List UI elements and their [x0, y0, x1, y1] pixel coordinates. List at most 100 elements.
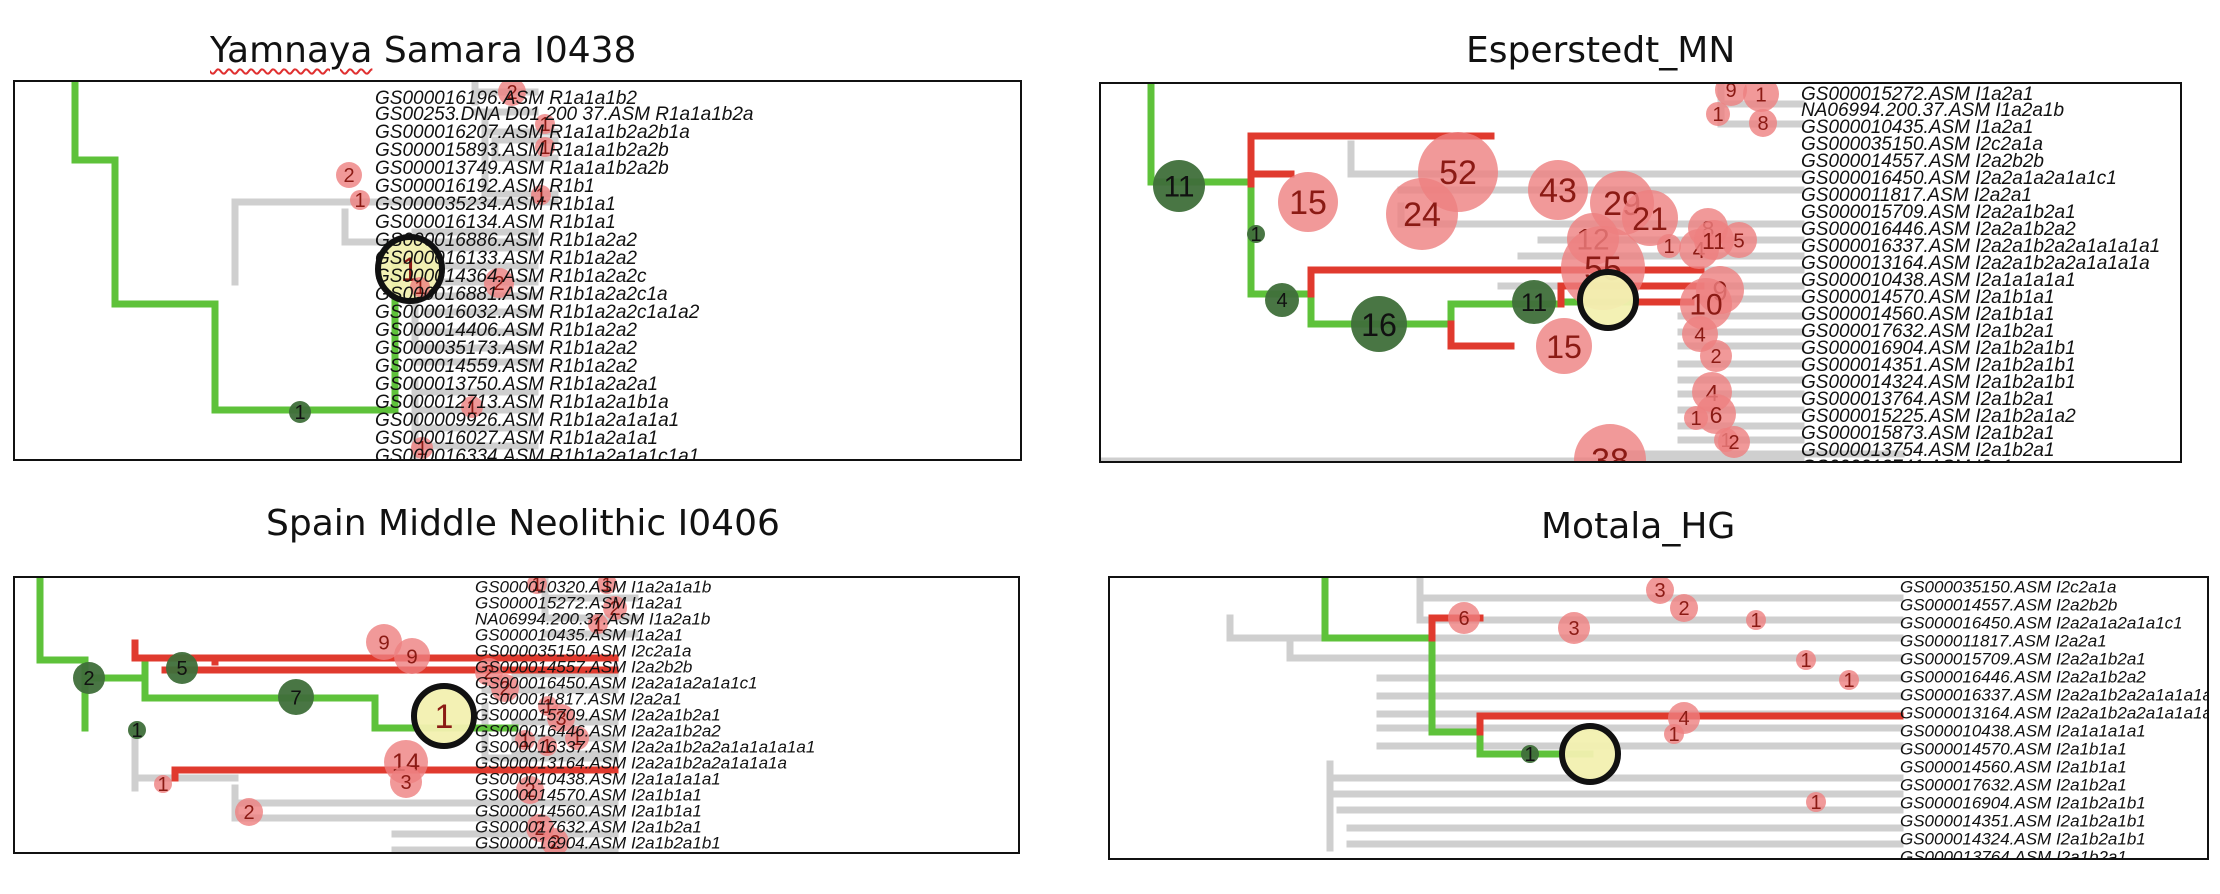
leaf-label: GS000014560.ASM I2a1b1a1	[1900, 757, 2127, 776]
leaf-label: GS000013754.ASM I2a1b2a1	[1801, 440, 2055, 461]
leaf-label: GS000013764.ASM I2a1b2a1	[1801, 389, 2055, 410]
leaf-label: GS000014364.ASM R1b1a2a2c	[375, 266, 647, 287]
mutation-count-badge: 3	[1558, 612, 1590, 644]
badge-count: 1	[1755, 84, 1767, 107]
panel-title-motala: Motala_HG	[1541, 506, 1736, 547]
mutation-count-badge: 2	[235, 798, 263, 826]
badge-count: 1	[414, 277, 425, 299]
mutation-count-badge: 8	[1749, 109, 1777, 137]
leaf-label: GS000014351.ASM I2a1b2a1b1	[475, 849, 721, 852]
badge-count: 1	[541, 736, 552, 758]
badge-count: 3	[400, 772, 411, 794]
badge-count: 9	[378, 632, 390, 655]
leaf-label: GS000015709.ASM I2a2a1b2a1	[475, 705, 721, 724]
leaf-label: GS000016446.ASM I2a2a1b2a2	[1900, 667, 2146, 686]
leaf-label: GS000016446.ASM I2a2a1b2a2	[475, 721, 721, 740]
mutation-count-badge: 1	[1684, 406, 1708, 430]
mutation-count-badge: 1	[154, 774, 172, 796]
title-rest: Samara I0438	[383, 30, 637, 71]
mutation-count-badge: 1	[535, 137, 555, 159]
mutation-count-badge: 1	[537, 736, 557, 758]
leaf-label: GS000016450.ASM I2a2a1a2a1a1c1	[475, 673, 758, 692]
badge-count: 16	[1361, 307, 1397, 343]
badge-count: 9	[1725, 84, 1736, 102]
leaf-label: GS000013164.ASM I2a2a1b2a2a1a1a1a1a	[1900, 703, 2207, 722]
leaf-label: GS000015873.ASM I2a1b2a1	[1801, 423, 2055, 444]
mutation-count-badge: 1	[565, 726, 589, 750]
leaf-label: GS000014324.ASM I2a1b2a1b1	[1801, 372, 2076, 393]
badge-count: 1	[1690, 408, 1701, 430]
title-word-yamnaya: Yamnaya	[210, 30, 373, 71]
badge-count: 1	[416, 438, 427, 459]
leaf-label: GS000035150.ASM I2c2a1a	[1801, 134, 2043, 155]
mutation-count-badge: 1	[1806, 792, 1826, 814]
lineage-path	[131, 639, 619, 782]
badge-count: 21	[1632, 201, 1668, 237]
focus-node: 1	[411, 683, 477, 749]
badge-count: 1	[354, 190, 365, 212]
leaf-label: GS000011817.ASM I2a2a1	[475, 689, 682, 708]
badge-count: 2	[524, 780, 535, 802]
badge-count: 6	[1710, 402, 1723, 428]
leaf-label: GS000016446.ASM I2a2a1b2a2	[1801, 219, 2076, 240]
leaf-label: GS000009926.ASM R1b1a2a1a1a1	[375, 410, 679, 431]
badge-count: 1	[1750, 610, 1761, 632]
leaf-label: GS000035234.ASM R1b1a1	[375, 194, 616, 215]
badge-count: 7	[290, 687, 302, 710]
mutation-count-badge: 4	[1265, 283, 1299, 317]
mutation-count-badge: 1	[1746, 610, 1766, 632]
mutation-count-badge: 1	[128, 720, 146, 742]
leaf-label: GS000016904.ASM I2a1b2a1b1	[475, 833, 721, 852]
branches-esperstedt	[1101, 84, 1905, 461]
mutation-count-badge: 11	[1512, 280, 1556, 324]
mutation-count-badge: 15	[1536, 318, 1592, 374]
leaf-label: GS000014570.ASM I2a1b1a1	[1801, 287, 2055, 308]
mutation-count-badge: 2	[516, 776, 544, 804]
mutation-count-badge: 16	[1351, 296, 1407, 352]
badge-count: 1	[539, 114, 550, 136]
badge-count: 2	[483, 662, 494, 684]
badge-count: 11	[1702, 228, 1726, 254]
badge-count: 15	[1289, 184, 1327, 222]
lineage-path	[71, 82, 414, 414]
leaf-label: GS00253.DNA D01 200 37.ASM R1a1a1b2a	[375, 104, 754, 125]
mutation-count-badge: 1	[1247, 224, 1265, 246]
panel-title-esperstedt: Esperstedt_MN	[1466, 30, 1736, 71]
badge-count: 2	[609, 598, 620, 620]
badge-count: 11	[1163, 171, 1194, 204]
leaf-label: GS000016027.ASM R1b1a2a1a1	[375, 428, 658, 449]
leaf-label: GS000014324.ASM I2a1b2a1b1	[1900, 829, 2146, 848]
mutation-count-badge: 1	[588, 614, 608, 636]
leaf-label: GS000016192.ASM R1b1	[375, 176, 595, 197]
leaf-label: GS000016450.ASM I2a2a1a2a1a1c1	[1900, 613, 2183, 632]
mutation-count-badge: 1	[1521, 744, 1539, 766]
leaf-label: GS000014557.ASM I2a2b2b	[1900, 595, 2117, 614]
mutation-count-badge: 1	[1743, 84, 1779, 112]
leaf-label: GS000012713.ASM R1b1a2a1b1a	[375, 392, 669, 413]
lineage-path	[36, 578, 519, 732]
leaf-label: GS000013741.ASM I2a1	[1801, 457, 2012, 461]
mutation-count-badge: 1	[1839, 670, 1859, 692]
mutation-count-badge: 1	[531, 185, 551, 207]
leaf-label: GS000035150.ASM I2c2a1a	[1900, 578, 2116, 596]
leaf-label: GS000010438.ASM I2a1a1a1a1	[1801, 270, 2076, 291]
leaf-label: GS000016032.ASM R1b1a2a2c1a1a2	[375, 302, 700, 323]
badge-count: 4	[1276, 290, 1287, 312]
mutation-count-badge: 11	[1694, 220, 1734, 260]
mutation-count-badge: 3	[1646, 578, 1674, 604]
badge-count: 2	[1678, 598, 1689, 620]
badge-count: 1	[435, 698, 454, 736]
mutation-count-badge: 5	[1721, 222, 1757, 258]
badge-count: 1	[535, 185, 546, 207]
leaf-label: GS000014559.ASM R1b1a2a2	[375, 356, 637, 377]
mutation-count-badge: 1	[289, 401, 311, 424]
leaf-label: GS000013750.ASM R1b1a2a2a1	[375, 374, 658, 395]
badge-count: 1	[466, 397, 477, 419]
leaf-label: NA06994.200.37.ASM I1a2a1b	[475, 609, 710, 628]
leaf-label: GS000015893.ASM R1a1a1b2a2b	[375, 140, 669, 161]
panel-title-spain: Spain Middle Neolithic I0406	[266, 503, 780, 544]
